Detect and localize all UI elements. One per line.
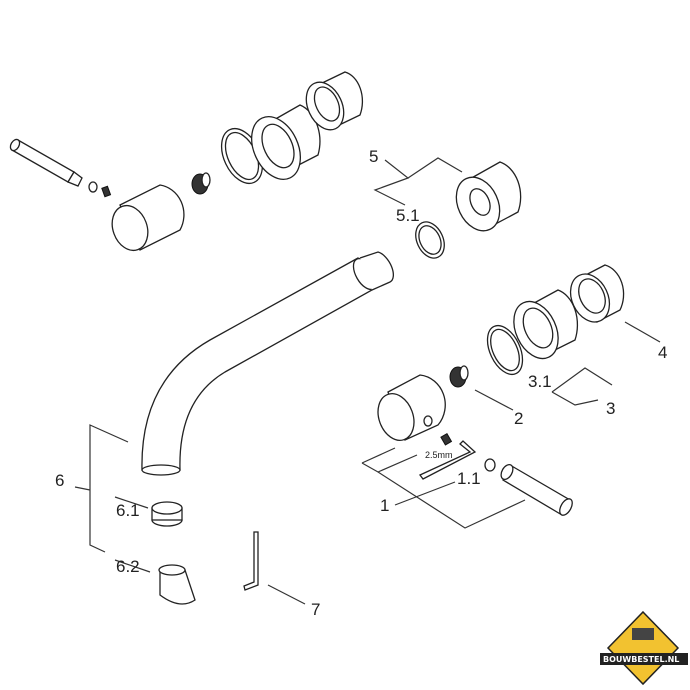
upper-extension-rod bbox=[9, 138, 112, 198]
label-2: 2 bbox=[514, 409, 523, 428]
upper-rosette bbox=[251, 104, 321, 180]
label-5: 5 bbox=[369, 147, 378, 166]
leader-4 bbox=[624, 321, 661, 343]
upper-cartridge bbox=[191, 172, 211, 195]
handle-1 bbox=[377, 374, 446, 441]
leader-7 bbox=[267, 584, 306, 605]
sleeve-4 bbox=[569, 264, 625, 323]
leader-5 bbox=[373, 157, 463, 206]
aerator bbox=[151, 501, 183, 527]
leader-3 bbox=[551, 367, 613, 406]
svg-text:BOUWBESTEL.NL: BOUWBESTEL.NL bbox=[603, 655, 679, 664]
label-6-1: 6.1 bbox=[116, 501, 140, 520]
label-1: 1 bbox=[380, 496, 389, 515]
grub-screw bbox=[440, 432, 453, 446]
label-3-1: 3.1 bbox=[528, 372, 552, 391]
label-1-1: 1.1 bbox=[457, 469, 481, 488]
o-ring-5-1-inner bbox=[418, 225, 442, 255]
aerator-key bbox=[158, 564, 196, 605]
label-6: 6 bbox=[55, 471, 64, 490]
label-4: 4 bbox=[658, 343, 667, 362]
bouwbestel-logo: BOUWBESTEL.NL bbox=[600, 610, 688, 686]
upper-sleeve bbox=[305, 71, 364, 131]
rosette-3 bbox=[513, 289, 579, 360]
leader-2 bbox=[474, 389, 514, 411]
cartridge-2 bbox=[449, 365, 469, 388]
extension-rod-1 bbox=[500, 463, 573, 516]
o-ring-3-1-inner bbox=[490, 328, 520, 372]
hex-key-7 bbox=[243, 531, 259, 591]
upper-handle bbox=[111, 184, 185, 252]
spout bbox=[141, 251, 395, 476]
label-5-1: 5.1 bbox=[396, 206, 420, 225]
rosette-5 bbox=[455, 161, 522, 232]
label-7: 7 bbox=[311, 600, 320, 619]
leader-1 bbox=[361, 447, 526, 529]
o-ring-1-1 bbox=[484, 458, 496, 472]
label-6-2: 6.2 bbox=[116, 557, 140, 576]
label-3: 3 bbox=[606, 399, 615, 418]
hex-key-2-5mm bbox=[418, 440, 477, 480]
hex-key-size-label: 2.5mm bbox=[425, 450, 453, 460]
leader-6 bbox=[74, 424, 151, 573]
